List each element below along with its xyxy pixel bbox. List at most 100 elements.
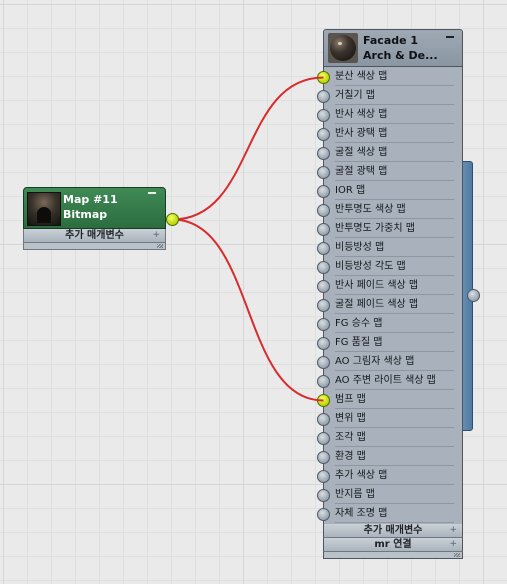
slot-input-socket[interactable] <box>317 356 330 369</box>
slot-divider <box>335 123 454 124</box>
rollout-label: 추가 매개변수 <box>363 525 423 536</box>
material-output-socket[interactable] <box>467 289 480 302</box>
slot-divider <box>335 370 454 371</box>
slot-input-socket[interactable] <box>317 242 330 255</box>
material-slot[interactable]: FG 품질 맵 <box>317 334 462 353</box>
material-slot[interactable]: 비등방성 맵 <box>317 239 462 258</box>
slot-input-socket[interactable] <box>317 299 330 312</box>
map-node[interactable]: Map #11 Bitmap 추가 매개변수 + <box>23 187 166 250</box>
material-slot[interactable]: 자체 조명 맵 <box>317 505 462 524</box>
slot-input-socket[interactable] <box>317 413 330 426</box>
slot-divider <box>335 218 454 219</box>
material-slot[interactable]: 비등방성 각도 맵 <box>317 258 462 277</box>
material-slot[interactable]: 환경 맵 <box>317 448 462 467</box>
slot-divider <box>335 142 454 143</box>
slot-input-socket[interactable] <box>317 223 330 236</box>
material-slot[interactable]: 굴절 광택 맵 <box>317 163 462 182</box>
material-slot[interactable]: 분산 색상 맵 <box>317 68 462 87</box>
slot-divider <box>335 408 454 409</box>
material-slot[interactable]: 반지름 맵 <box>317 486 462 505</box>
slot-input-socket[interactable] <box>317 280 330 293</box>
slot-input-socket[interactable] <box>317 128 330 141</box>
slot-divider <box>335 389 454 390</box>
material-slot[interactable]: AO 주변 라이트 색상 맵 <box>317 372 462 391</box>
slot-input-socket[interactable] <box>317 166 330 179</box>
material-slot[interactable]: 반사 광택 맵 <box>317 125 462 144</box>
slot-input-socket[interactable] <box>317 71 330 84</box>
slot-divider <box>335 332 454 333</box>
material-slot[interactable]: 거칠기 맵 <box>317 87 462 106</box>
material-slot[interactable]: 반사 페이드 색상 맵 <box>317 277 462 296</box>
expand-plus-icon: + <box>449 539 457 549</box>
expand-plus-icon: + <box>152 230 160 240</box>
slot-label: 범프 맵 <box>335 394 366 405</box>
map-rollout-extra-params[interactable]: 추가 매개변수 + <box>23 229 166 243</box>
slot-divider <box>335 465 454 466</box>
material-slot[interactable]: 반투명도 가중치 맵 <box>317 220 462 239</box>
resize-grip-icon[interactable] <box>323 552 463 559</box>
slot-label: 추가 색상 맵 <box>335 470 388 481</box>
material-slot[interactable]: 반투명도 색상 맵 <box>317 201 462 220</box>
slot-label: 비등방성 맵 <box>335 242 385 253</box>
slot-input-socket[interactable] <box>317 394 330 407</box>
material-slot[interactable]: 추가 색상 맵 <box>317 467 462 486</box>
slot-input-socket[interactable] <box>317 318 330 331</box>
material-slot[interactable]: 굴절 색상 맵 <box>317 144 462 163</box>
expand-plus-icon: + <box>449 525 457 535</box>
slot-label: 비등방성 각도 맵 <box>335 261 406 272</box>
slot-input-socket[interactable] <box>317 470 330 483</box>
slot-input-socket[interactable] <box>317 375 330 388</box>
slot-label: 반사 페이드 색상 맵 <box>335 280 419 291</box>
material-rollout-mr-connection[interactable]: mr 연결 + <box>323 538 463 552</box>
slot-input-socket[interactable] <box>317 109 330 122</box>
slot-input-socket[interactable] <box>317 147 330 160</box>
material-slot[interactable]: FG 승수 맵 <box>317 315 462 334</box>
slot-divider <box>335 522 454 523</box>
material-node-type: Arch & De... <box>363 49 438 62</box>
material-rollout-extra-params[interactable]: 추가 매개변수 + <box>323 524 463 538</box>
slot-divider <box>335 85 454 86</box>
slot-input-socket[interactable] <box>317 489 330 502</box>
slot-label: 굴절 페이드 색상 맵 <box>335 299 419 310</box>
material-slot[interactable]: 변위 맵 <box>317 410 462 429</box>
material-slot[interactable]: IOR 맵 <box>317 182 462 201</box>
slot-label: AO 그림자 색상 맵 <box>335 356 415 367</box>
slot-input-socket[interactable] <box>317 508 330 521</box>
material-node-header[interactable]: Facade 1 Arch & De... <box>323 29 463 67</box>
slot-input-socket[interactable] <box>317 204 330 217</box>
material-slot[interactable]: 굴절 페이드 색상 맵 <box>317 296 462 315</box>
slot-label: 환경 맵 <box>335 451 366 462</box>
slot-divider <box>335 199 454 200</box>
slot-divider <box>335 294 454 295</box>
slot-divider <box>335 484 454 485</box>
slot-input-socket[interactable] <box>317 432 330 445</box>
slot-input-socket[interactable] <box>317 185 330 198</box>
slot-label: FG 품질 맵 <box>335 337 383 348</box>
material-slot[interactable]: AO 그림자 색상 맵 <box>317 353 462 372</box>
minimize-icon[interactable] <box>446 36 454 38</box>
map-output-socket[interactable] <box>166 213 179 226</box>
material-slot[interactable]: 반사 색상 맵 <box>317 106 462 125</box>
slot-input-socket[interactable] <box>317 261 330 274</box>
slot-input-socket[interactable] <box>317 90 330 103</box>
slot-label: 굴절 색상 맵 <box>335 147 388 158</box>
slot-label: 굴절 광택 맵 <box>335 166 388 177</box>
map-node-type: Bitmap <box>63 208 108 221</box>
slot-input-socket[interactable] <box>317 451 330 464</box>
minimize-icon[interactable] <box>148 192 156 194</box>
slot-label: 자체 조명 맵 <box>335 508 388 519</box>
slot-label: 반사 색상 맵 <box>335 109 388 120</box>
material-slot[interactable]: 범프 맵 <box>317 391 462 410</box>
slot-label: 거칠기 맵 <box>335 90 375 101</box>
map-node-header[interactable]: Map #11 Bitmap <box>23 187 166 229</box>
connection-wire[interactable] <box>172 76 324 221</box>
connection-wire[interactable] <box>172 218 324 402</box>
resize-grip-icon[interactable] <box>23 243 166 250</box>
slot-input-socket[interactable] <box>317 337 330 350</box>
material-slot[interactable]: 조각 맵 <box>317 429 462 448</box>
slot-label: AO 주변 라이트 색상 맵 <box>335 375 436 386</box>
slot-divider <box>335 427 454 428</box>
map-node-name: Map #11 <box>63 193 118 206</box>
